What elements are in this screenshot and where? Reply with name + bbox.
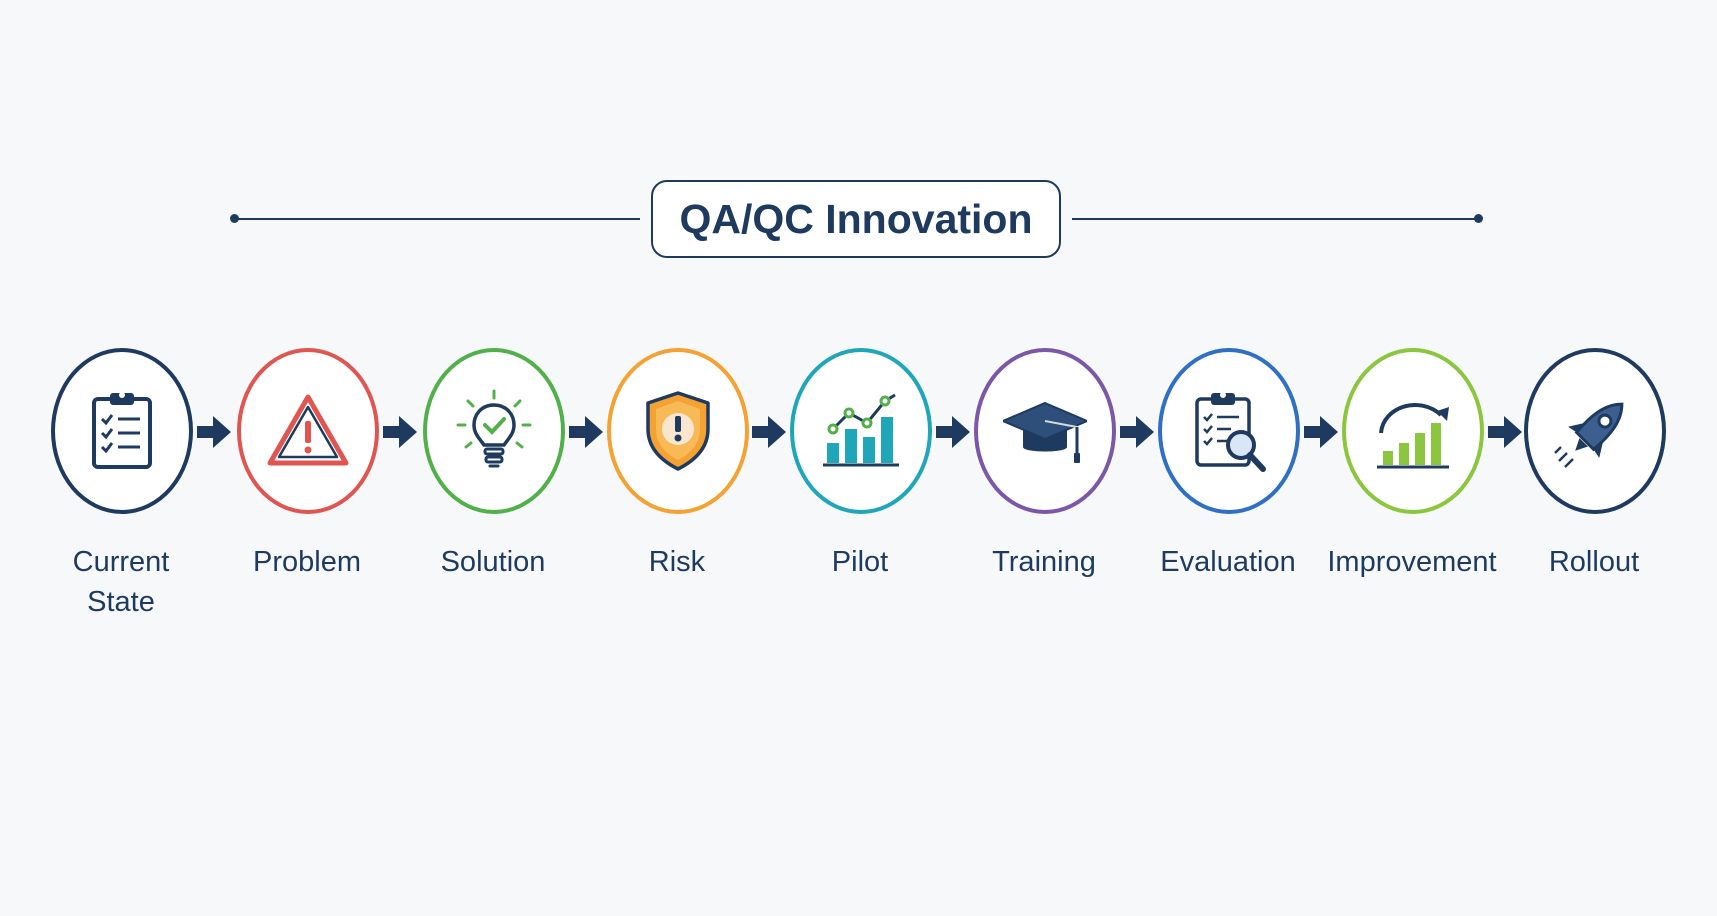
step-label-line: Current — [72, 546, 170, 578]
step-label-line: Solution — [440, 546, 546, 578]
diagram-title: QA/QC Innovation — [651, 180, 1061, 258]
flow-arrow-4 — [752, 416, 786, 448]
step-label-solution: Solution — [398, 542, 588, 582]
shield-alert-icon — [646, 391, 710, 471]
flow-arrow-7 — [1304, 416, 1338, 448]
clipboard-magnifier-icon — [1195, 392, 1266, 472]
step-ring — [1524, 348, 1666, 514]
growth-chart-icon — [1377, 403, 1449, 469]
step-ring — [1342, 348, 1484, 514]
step-label-line: Problem — [253, 546, 361, 578]
step-label-line: State — [87, 586, 155, 618]
step-ring — [607, 348, 749, 514]
step-current-state — [51, 348, 193, 518]
step-label-line: Training — [992, 546, 1096, 578]
step-ring — [237, 348, 379, 514]
step-risk — [607, 348, 749, 518]
step-improvement — [1342, 348, 1484, 518]
warning-triangle-icon — [267, 394, 349, 466]
title-line-right-dot — [1474, 214, 1483, 223]
step-solution — [423, 348, 565, 518]
rocket-icon — [1554, 402, 1624, 468]
step-label-evaluation: Evaluation — [1133, 542, 1323, 582]
flow-arrow-2 — [383, 416, 417, 448]
step-problem — [237, 348, 379, 518]
title-line-right — [1072, 218, 1478, 220]
flow-arrow-8 — [1488, 416, 1522, 448]
step-label-line: Evaluation — [1160, 546, 1296, 578]
flow-arrow-6 — [1120, 416, 1154, 448]
step-label-improvement: Improvement — [1317, 542, 1507, 582]
step-ring — [974, 348, 1116, 514]
step-label-line: Pilot — [831, 546, 889, 578]
step-evaluation — [1158, 348, 1300, 518]
step-label-training: Training — [949, 542, 1139, 582]
lightbulb-check-icon — [456, 389, 532, 468]
flow-arrow-1 — [197, 416, 231, 448]
bar-line-chart-icon — [823, 393, 899, 467]
step-training — [974, 348, 1116, 518]
step-ring — [790, 348, 932, 514]
step-ring — [423, 348, 565, 514]
step-ring — [51, 348, 193, 514]
step-pilot — [790, 348, 932, 518]
step-label-risk: Risk — [582, 542, 772, 582]
title-line-left — [234, 218, 640, 220]
step-label-current-state: Current State — [26, 542, 216, 622]
clipboard-checklist-icon — [92, 392, 152, 469]
step-rollout — [1524, 348, 1666, 518]
graduation-cap-icon — [1003, 401, 1087, 463]
flow-arrow-5 — [936, 416, 970, 448]
step-label-line: Risk — [648, 546, 706, 578]
step-label-pilot: Pilot — [765, 542, 955, 582]
flow-arrow-3 — [569, 416, 603, 448]
step-label-line: Rollout — [1548, 546, 1640, 578]
step-ring — [1158, 348, 1300, 514]
step-label-problem: Problem — [212, 542, 402, 582]
step-label-rollout: Rollout — [1499, 542, 1689, 582]
step-label-line: Improvement — [1327, 546, 1497, 578]
